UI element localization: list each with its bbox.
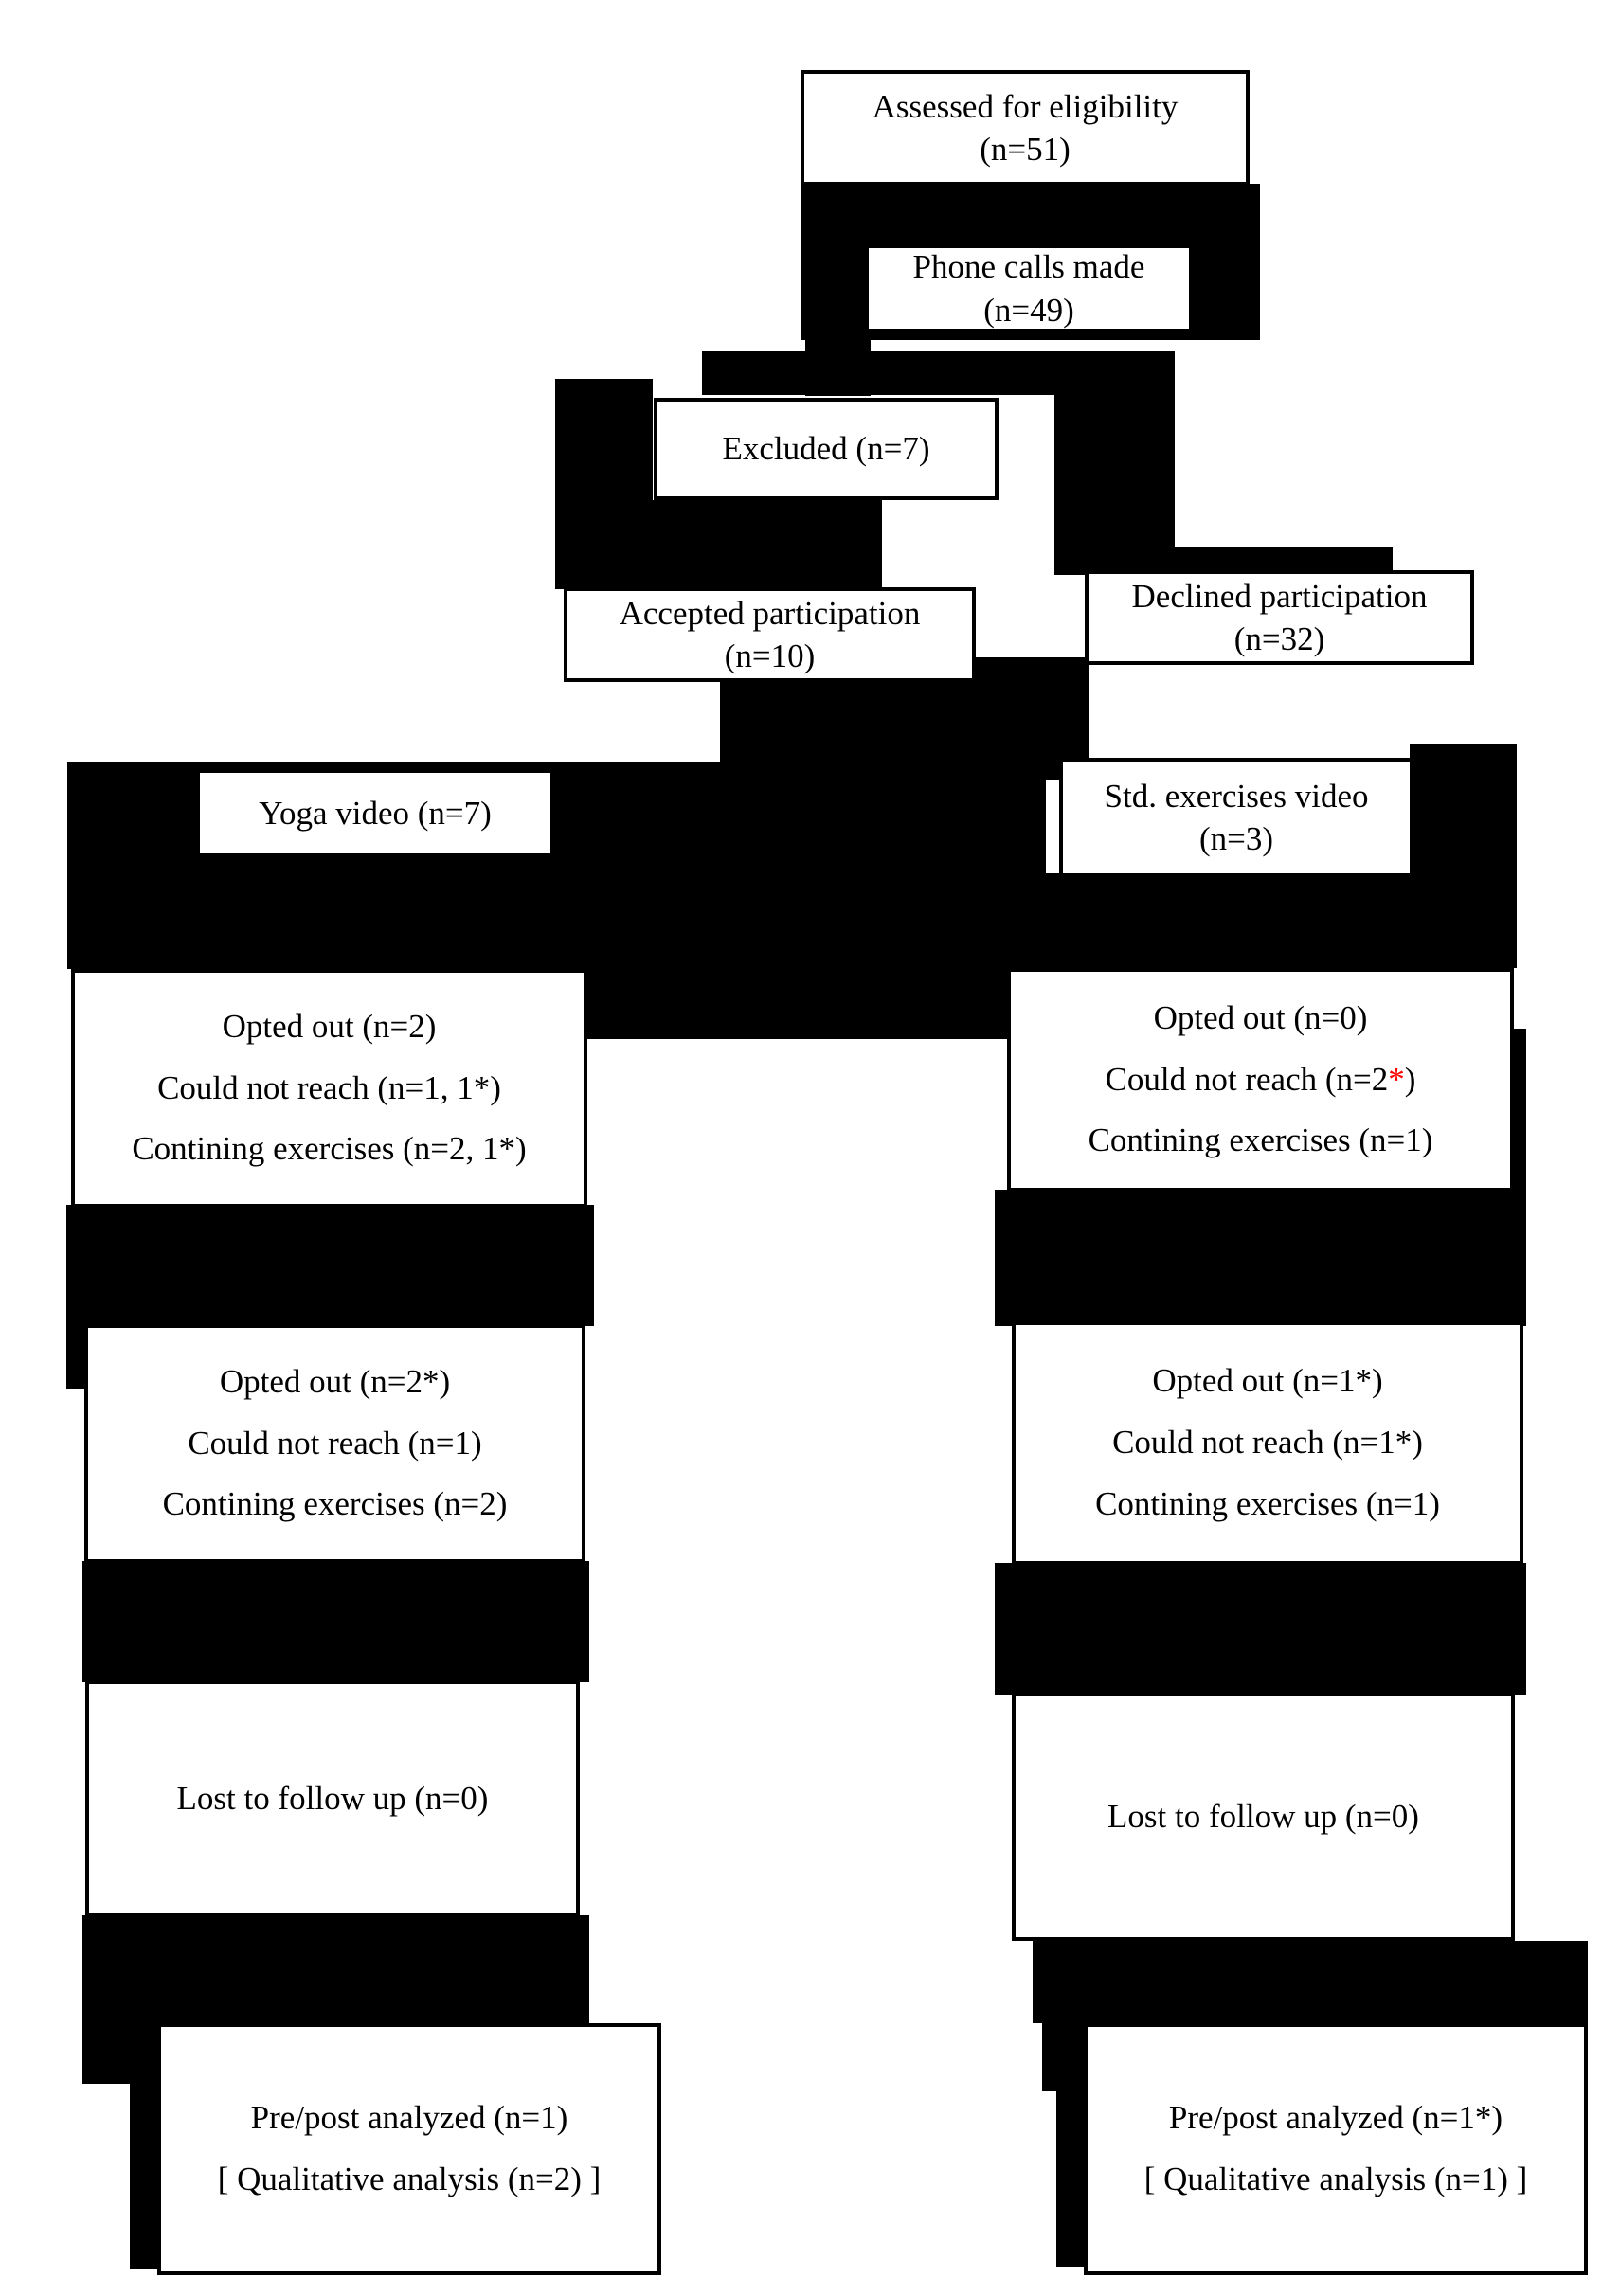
connector-right-slab-3	[1033, 1941, 1588, 2023]
phone-calls-made-box: Phone calls made (n=49)	[865, 244, 1193, 332]
yoga-video-box: Yoga video (n=7)	[196, 769, 554, 857]
box-text-line: Contining exercises (n=1)	[1089, 1110, 1433, 1172]
text-segment: Contining exercises (n=1)	[1095, 1484, 1440, 1522]
declined-participation-box: Declined participation (n=32)	[1085, 570, 1474, 665]
red-asterisk: *	[1388, 1060, 1405, 1098]
accepted-participation-box: Accepted participation (n=10)	[564, 587, 976, 682]
text-segment: (n=49)	[983, 291, 1074, 329]
text-segment: Contining exercises (n=2, 1*)	[132, 1130, 527, 1168]
box-text-line: Excluded (n=7)	[723, 427, 930, 471]
box-text-line: [ Qualitative analysis (n=1) ]	[1144, 2149, 1528, 2211]
std-attrition-2-box: Opted out (n=1*) Could not reach (n=1*) Co…	[1012, 1321, 1523, 1565]
connector-right-flank-3	[1056, 2091, 1084, 2267]
connector-left-notch-3	[82, 2023, 157, 2084]
text-segment: Std. exercises video	[1104, 777, 1369, 815]
box-text-line: Contining exercises (n=2)	[163, 1474, 508, 1535]
text-segment: Opted out (n=2)	[222, 1007, 437, 1045]
box-text-line: Assessed for eligibility	[873, 85, 1179, 129]
yoga-attrition-2-box: Opted out (n=2*) Could not reach (n=1) Con…	[84, 1324, 585, 1563]
connector-std-bottom-slab	[1007, 873, 1517, 968]
box-text-line: Lost to follow up (n=0)	[1107, 1795, 1419, 1839]
yoga-analyzed-box: Pre/post analyzed (n=1) [ Qualitative ana…	[157, 2023, 661, 2275]
box-text-line: Could not reach (n=1)	[188, 1413, 481, 1475]
std-exercises-video-box: Std. exercises video (n=3)	[1059, 758, 1413, 877]
connector-excluded-left-column	[555, 379, 653, 502]
text-segment: Opted out (n=2*)	[219, 1362, 451, 1400]
text-segment: Contining exercises (n=2)	[162, 1485, 508, 1523]
text-segment: Could not reach (n=1)	[188, 1424, 482, 1462]
std-attrition-1-box: Opted out (n=0) Could not reach (n=2*) Con…	[1007, 968, 1514, 1192]
box-text-line: Std. exercises video	[1105, 775, 1369, 818]
text-segment: Opted out (n=1*)	[1152, 1362, 1383, 1400]
text-segment: )	[1404, 1060, 1416, 1098]
box-text-line: Phone calls made	[913, 245, 1145, 289]
excluded-box: Excluded (n=7)	[654, 398, 999, 500]
text-segment: Lost to follow up (n=0)	[176, 1780, 489, 1818]
text-segment: Lost to follow up (n=0)	[1107, 1798, 1419, 1836]
box-text-line: Could not reach (n=1, 1*)	[157, 1058, 501, 1120]
text-segment: Contining exercises (n=1)	[1088, 1121, 1433, 1159]
text-segment: (n=51)	[980, 131, 1071, 168]
text-segment: [ Qualitative analysis (n=1) ]	[1143, 2161, 1528, 2197]
box-text-line: Opted out (n=2)	[223, 996, 437, 1058]
box-text-line: Yoga video (n=7)	[259, 792, 492, 835]
assessed-eligibility-box: Assessed for eligibility (n=51)	[801, 70, 1250, 186]
box-text-line: Opted out (n=0)	[1154, 988, 1368, 1049]
connector-left-flank-3	[130, 2084, 157, 2269]
box-text-line: Pre/post analyzed (n=1)	[251, 2088, 568, 2149]
yoga-lost-followup-box: Lost to follow up (n=0)	[85, 1680, 580, 1917]
std-lost-followup-box: Lost to follow up (n=0)	[1012, 1693, 1515, 1941]
std-analyzed-box: Pre/post analyzed (n=1*) [ Qualitative an…	[1084, 2023, 1588, 2275]
connector-left-slab-3	[82, 1915, 589, 2023]
box-text-line: Accepted participation	[620, 592, 921, 636]
text-segment: Pre/post analyzed (n=1)	[250, 2099, 568, 2137]
box-text-line: Contining exercises (n=1)	[1095, 1474, 1440, 1535]
text-segment: Declined participation	[1131, 577, 1428, 615]
box-text-line: Lost to follow up (n=0)	[177, 1777, 489, 1821]
text-segment: (n=10)	[724, 637, 816, 674]
box-text-line: (n=10)	[725, 635, 816, 678]
connector-left-notch-1	[66, 1324, 84, 1389]
connector-central-mass	[585, 762, 1046, 1039]
text-segment: Could not reach (n=2	[1105, 1060, 1389, 1098]
connector-left-slab-1	[66, 1205, 594, 1326]
text-segment: Phone calls made	[912, 248, 1145, 285]
text-segment: Yoga video (n=7)	[259, 794, 492, 832]
text-segment: (n=32)	[1233, 620, 1325, 657]
text-segment: (n=3)	[1198, 820, 1274, 857]
text-segment: Assessed for eligibility	[872, 87, 1179, 125]
connector-std-right-column	[1410, 744, 1517, 882]
connector-left-slab-2	[82, 1561, 589, 1682]
text-segment: Could not reach (n=1, 1*)	[157, 1068, 501, 1106]
box-text-line: (n=51)	[980, 128, 1071, 171]
text-segment: Excluded (n=7)	[722, 430, 930, 468]
text-segment: Accepted participation	[619, 594, 921, 632]
box-text-line: Could not reach (n=1*)	[1112, 1412, 1423, 1474]
box-text-line: (n=3)	[1199, 817, 1273, 861]
box-text-line: Opted out (n=1*)	[1152, 1351, 1382, 1412]
box-text-line: (n=32)	[1234, 618, 1325, 661]
box-text-line: Declined participation	[1132, 575, 1428, 619]
connector-accepted-top-slab	[555, 500, 882, 589]
box-text-line: (n=49)	[983, 289, 1074, 332]
text-segment: Could not reach (n=1*)	[1112, 1424, 1423, 1462]
box-text-line: Contining exercises (n=2, 1*)	[132, 1119, 526, 1180]
connector-right-slab-1	[995, 1190, 1526, 1326]
box-text-line: Opted out (n=2*)	[220, 1352, 450, 1413]
connector-excluded-top-bar	[702, 351, 1054, 395]
box-text-line: Could not reach (n=2*)	[1106, 1049, 1416, 1111]
text-segment: Pre/post analyzed (n=1*)	[1168, 2099, 1503, 2137]
text-segment: [ Qualitative analysis (n=2) ]	[217, 2161, 602, 2197]
connector-right-flank-1	[1514, 1029, 1526, 1192]
connector-right-slab-2	[995, 1563, 1526, 1695]
box-text-line: Pre/post analyzed (n=1*)	[1169, 2088, 1503, 2149]
text-segment: Opted out (n=0)	[1153, 998, 1368, 1036]
box-text-line: [ Qualitative analysis (n=2) ]	[218, 2149, 602, 2211]
yoga-attrition-1-box: Opted out (n=2) Could not reach (n=1, 1*)…	[71, 969, 587, 1208]
connector-right-notch-3	[1042, 2023, 1084, 2091]
connector-declined-stem	[1054, 351, 1175, 547]
